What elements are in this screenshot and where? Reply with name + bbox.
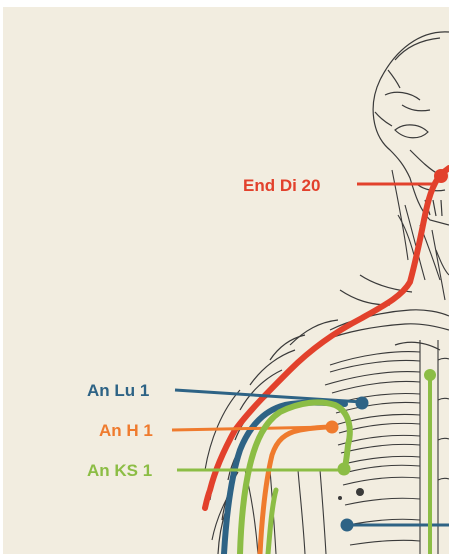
di20-point — [434, 169, 448, 183]
ks1-point — [338, 463, 351, 476]
illustration-panel: End Di 20 An Lu 1 An H 1 An KS 1 — [3, 7, 449, 554]
lung-branch-point — [341, 519, 354, 532]
sketch-marks — [338, 488, 364, 500]
skull-sketch — [373, 32, 449, 225]
label-end-di20: End Di 20 — [243, 177, 320, 194]
pericardium-branch — [268, 490, 276, 554]
label-an-lu1: An Lu 1 — [87, 382, 149, 399]
top-border — [0, 0, 449, 7]
anatomy-illustration — [3, 7, 449, 554]
label-an-h1: An H 1 — [99, 422, 153, 439]
lu1-point — [356, 397, 369, 410]
label-an-ks1: An KS 1 — [87, 462, 152, 479]
h1-point — [326, 421, 339, 434]
midline-green-point — [424, 369, 436, 381]
